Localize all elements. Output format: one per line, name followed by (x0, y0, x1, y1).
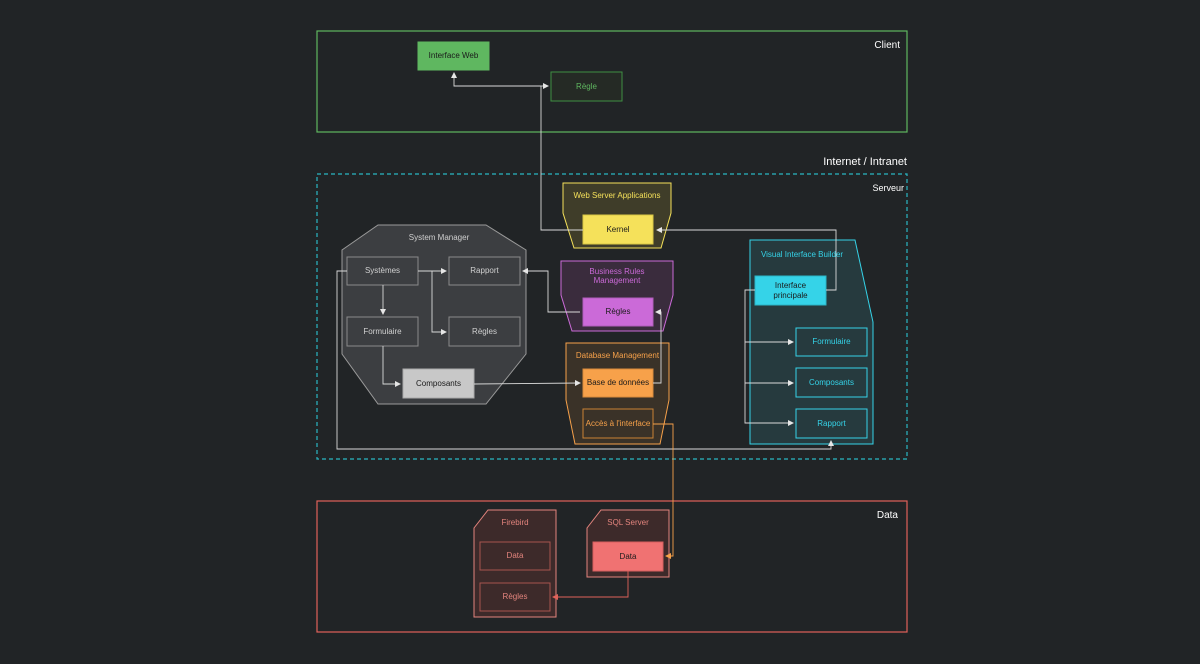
regles-firebird-node[interactable] (479, 582, 551, 612)
regles-sm-node[interactable] (448, 316, 521, 347)
visual-builder-title: Visual Interface Builder (760, 250, 844, 260)
data-firebird-node[interactable] (479, 541, 551, 571)
database-title: Database Management (575, 351, 660, 361)
edge-acces-sqldata (653, 423, 674, 559)
interface-web-label: Interface Web (428, 51, 479, 61)
systemes-label: Systèmes (364, 266, 401, 276)
edge-sqldata-firebird (552, 571, 629, 600)
composants-vb-node[interactable] (795, 367, 868, 398)
regles-business-node[interactable] (582, 297, 654, 327)
acces-interface-node[interactable] (582, 408, 654, 439)
internet-zone-title: Internet / Intranet (823, 156, 907, 168)
formulaire-sm-node[interactable] (346, 316, 419, 347)
composants-vb-label: Composants (809, 377, 854, 387)
edge-systemes-regles (431, 271, 447, 335)
business-rules-title: Business Rules Management (589, 266, 645, 285)
client-zone (316, 30, 908, 133)
base-de-donnees-label: Base de données (586, 378, 650, 388)
edge-base-regles (653, 309, 662, 384)
edge-regles-rapport (522, 268, 580, 313)
regles-business-label: Règles (605, 307, 631, 317)
data-firebird-label: Data (506, 551, 524, 561)
regle-node[interactable] (550, 71, 623, 102)
rapport-vb-label: Rapport (817, 418, 846, 428)
regles-firebird-label: Règles (502, 592, 528, 602)
edge-systemes-rapportvb (336, 270, 834, 450)
edge-interface-kernel (656, 227, 837, 291)
data-zone-title: Data (876, 510, 898, 521)
systemes-node[interactable] (346, 256, 419, 286)
edge-interface-children (744, 289, 794, 426)
rapport-sm-label: Rapport (470, 266, 499, 276)
server-zone (316, 173, 908, 460)
firebird-title: Firebird (501, 518, 529, 528)
regles-sm-label: Règles (472, 326, 497, 336)
kernel-label: Kernel (606, 224, 630, 234)
composants-sm-node[interactable] (402, 368, 475, 399)
web-server-title: Web Server Applications (573, 191, 661, 201)
data-sql-node[interactable] (592, 541, 664, 572)
system-manager-title: System Manager (408, 233, 470, 243)
kernel-node[interactable] (582, 214, 654, 245)
formulaire-sm-label: Formulaire (363, 326, 402, 336)
base-de-donnees-node[interactable] (582, 368, 654, 398)
regle-label: Règle (576, 81, 597, 91)
data-zone (316, 500, 908, 633)
interface-principale-label: Interface principale (773, 281, 808, 300)
sql-server-title: SQL Server (607, 518, 649, 528)
server-zone-title: Serveur (872, 183, 904, 193)
client-zone-title: Client (874, 40, 900, 51)
composants-sm-label: Composants (416, 378, 461, 388)
formulaire-vb-label: Formulaire (812, 337, 851, 347)
edge-composants-base (473, 380, 581, 387)
data-sql-label: Data (619, 551, 637, 561)
acces-interface-label: Accès à l'interface (585, 418, 651, 428)
formulaire-vb-node[interactable] (795, 327, 868, 357)
edge-formulaire-composants (382, 346, 401, 387)
interface-web-node[interactable] (417, 41, 490, 71)
rapport-sm-node[interactable] (448, 256, 521, 286)
rapport-vb-node[interactable] (795, 408, 868, 439)
interface-principale-node[interactable] (754, 275, 827, 306)
